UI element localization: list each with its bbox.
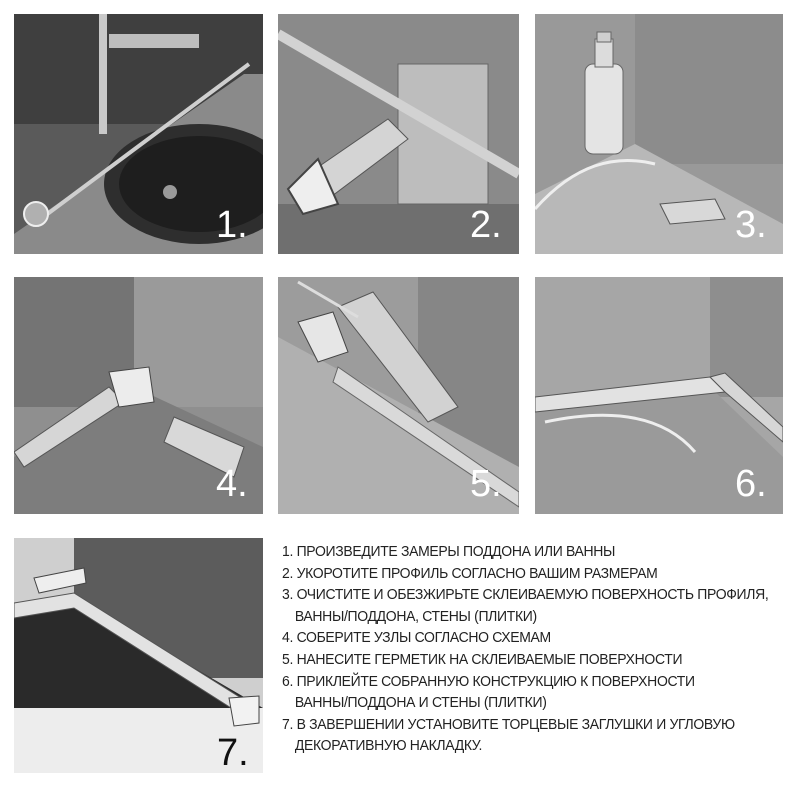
step-1-number: 1. — [216, 204, 248, 246]
instruction-4: 4. Соберите узлы согласно схемам — [282, 629, 551, 647]
step-6-number: 6. — [735, 463, 767, 505]
step-4-illustration: 4. — [14, 277, 263, 514]
instruction-1: 1. Произведите замеры поддона или ванны — [282, 543, 616, 560]
step-2-number: 2. — [470, 204, 502, 246]
step-7-number: 7. — [217, 732, 249, 773]
bathtub-measure-drawing — [14, 14, 263, 254]
instruction-3: 3. Очистите и обезжирьте склеиваемую пов… — [282, 586, 769, 625]
step-7-illustration: 7. — [14, 538, 263, 773]
step-4-number: 4. — [216, 463, 248, 505]
sealant-gun-drawing — [278, 277, 519, 514]
instruction-5: 5. Нанесите герметик на склеиваемые пове… — [282, 650, 683, 668]
saw-cut-drawing — [278, 14, 519, 254]
instructions-list: 1. Произведите замеры поддона или ванны … — [282, 541, 797, 757]
cleaning-bottle-drawing — [535, 14, 783, 254]
instruction-2: 2. Укоротите профиль согласно вашим разм… — [282, 564, 658, 582]
end-cap-drawing — [14, 538, 263, 773]
step-3-illustration: 3. — [535, 14, 783, 254]
corner-assembly-drawing — [14, 277, 263, 514]
instruction-7: 7. В завершении установите торцевые загл… — [282, 715, 735, 755]
step-5-number: 5. — [470, 463, 502, 505]
step-5-illustration: 5. — [278, 277, 519, 514]
instruction-6: 6. Приклейте собранную конструкцию к пов… — [282, 672, 695, 712]
step-2-illustration: 2. — [278, 14, 519, 254]
step-6-illustration: 6. — [535, 277, 783, 514]
glued-profile-drawing — [535, 277, 783, 514]
step-1-illustration: 1. — [14, 14, 263, 254]
step-3-number: 3. — [735, 204, 767, 246]
